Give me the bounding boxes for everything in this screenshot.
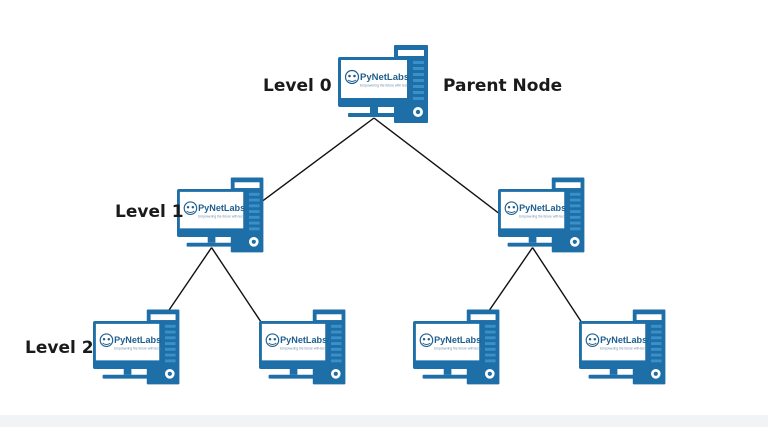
level-2-label: Level 2 [25,338,94,358]
brand-tagline-text: Empowering the future with tech [519,214,566,218]
pynetlabs-logo-icon [99,333,114,348]
brand-name-text: PyNetLabs [360,72,409,83]
pynetlabs-logo-icon [504,201,519,216]
brand-name-text: PyNetLabs [600,335,647,345]
level-1-label: Level 1 [115,202,184,222]
bottom-band [0,415,768,427]
pynetlabs-logo-icon [265,333,280,348]
pynetlabs-logo-icon [344,69,360,85]
parent-node-label: Parent Node [443,76,563,96]
pynetlabs-logo-icon [183,201,198,216]
brand-tagline-text: Empowering the future with tech [434,346,481,350]
pynetlabs-logo-icon [419,333,434,348]
level-0-label: Level 0 [263,76,332,96]
brand-name-text: PyNetLabs [280,335,327,345]
brand-tagline-text: Empowering the future with tech [360,84,409,88]
brand-tagline-text: Empowering the future with tech [114,346,161,350]
brand-tagline-text: Empowering the future with tech [198,214,245,218]
brand-tagline-text: Empowering the future with tech [600,346,647,350]
brand-name-text: PyNetLabs [198,203,245,213]
brand-name-text: PyNetLabs [519,203,566,213]
brand-name-text: PyNetLabs [434,335,481,345]
brand-tagline-text: Empowering the future with tech [280,346,327,350]
pynetlabs-logo-icon [585,333,600,348]
brand-name-text: PyNetLabs [114,335,161,345]
